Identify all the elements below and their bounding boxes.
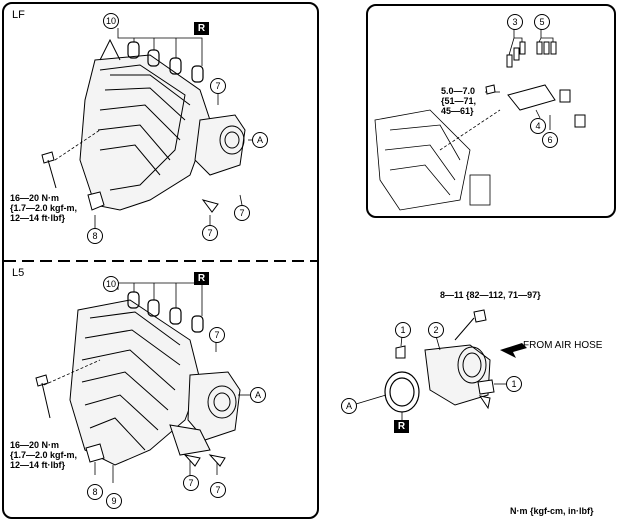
lf-leaders: [54, 28, 255, 228]
callout-3: 3: [507, 14, 523, 30]
lf-l5-panel: [2, 2, 319, 519]
r-badge-l5: R: [194, 272, 209, 285]
throttle-torque-spec: 8—11 {82—112, 71—97}: [440, 290, 541, 300]
l5-hose-left: [183, 454, 201, 467]
callout-7-lf-c: 7: [202, 225, 218, 241]
gasket-ring: [384, 371, 420, 413]
l5-gaskets: [127, 291, 204, 333]
callout-a-l5: A: [250, 387, 266, 403]
inset-bolt: [485, 84, 496, 95]
lf-gaskets: [127, 41, 204, 83]
l5-section-label: L5: [12, 267, 25, 279]
callout-9-l5: 9: [106, 493, 122, 509]
callout-a-tb: A: [341, 398, 357, 414]
air-hose-arrow: [500, 343, 527, 358]
l5-clip: [85, 443, 105, 463]
callout-1-right: 1: [506, 376, 522, 392]
callout-7-l5-c: 7: [210, 482, 226, 498]
r-badge-tb: R: [394, 420, 409, 433]
detail-inset-panel: [366, 4, 616, 218]
callout-1-top: 1: [395, 322, 411, 338]
callout-6: 6: [542, 132, 558, 148]
l5-torque-spec: 16—20 N·m {1.7—2.0 kgf-m, 12—14 ft·lbf}: [10, 440, 78, 470]
l5-bolt: [35, 374, 51, 419]
l5-hose-right: [208, 454, 226, 467]
l5-throttle-body: [169, 371, 241, 456]
inset-sensors: [506, 41, 586, 128]
lf-throttle-body: [194, 114, 246, 176]
callout-a-lf: A: [252, 132, 268, 148]
inset-leaders: [485, 28, 554, 130]
l5-intake-manifold: [69, 299, 201, 466]
tb-leaders: [355, 335, 506, 420]
tb-bolt: [454, 309, 487, 341]
r-badge-lf: R: [194, 22, 209, 35]
lf-section-label: LF: [12, 9, 25, 21]
callout-2: 2: [428, 322, 444, 338]
callout-5: 5: [534, 14, 550, 30]
lf-clip: [87, 191, 105, 211]
callout-7-lf-a: 7: [210, 78, 226, 94]
inset-torque-spec: 5.0—7.0 {51—71, 45—61}: [441, 86, 477, 116]
tb-clips: [395, 345, 495, 410]
callout-7-l5-b: 7: [183, 475, 199, 491]
callout-8-lf: 8: [87, 228, 103, 244]
lf-small-hose: [201, 199, 219, 213]
callout-8-l5: 8: [87, 484, 103, 500]
callout-10-l5: 10: [103, 276, 119, 292]
callout-7-lf-b: 7: [234, 205, 250, 221]
lf-torque-spec: 16—20 N·m {1.7—2.0 kgf-m, 12—14 ft·lbf}: [10, 193, 78, 223]
callout-4: 4: [530, 118, 546, 134]
units-note: N·m {kgf-cm, in·lbf}: [510, 506, 594, 516]
callout-7-l5-a: 7: [209, 327, 225, 343]
callout-10-lf: 10: [103, 13, 119, 29]
inset-engine: [374, 109, 501, 211]
lf-bolt: [41, 151, 57, 189]
throttle-body-assy: [424, 344, 491, 406]
air-hose-label: FROM AIR HOSE: [523, 340, 603, 351]
lf-intake-manifold: [79, 38, 211, 211]
